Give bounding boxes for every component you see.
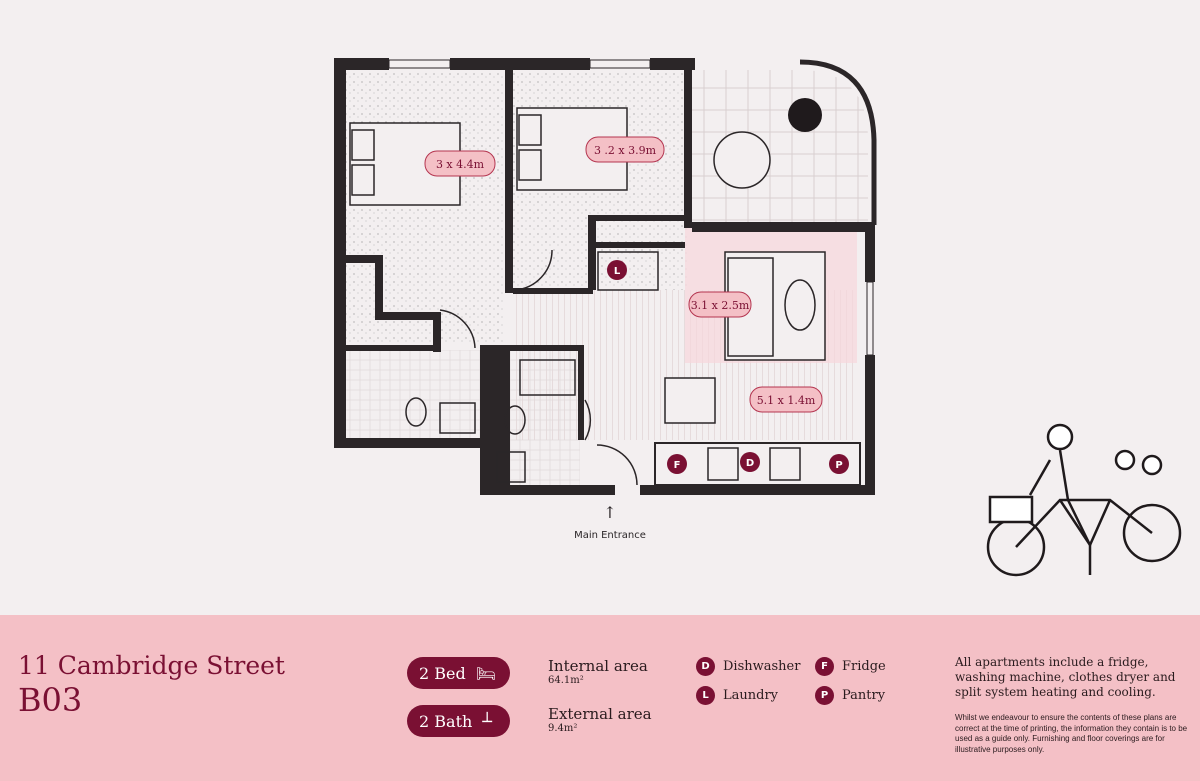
svg-text:F: F [674,460,681,471]
external-area-value: 9.4m² [548,723,578,734]
room-label-bedroom-2: 3 .2 x 3.9m [585,136,665,163]
windows [388,59,874,356]
balcony-curved-rail [799,59,877,225]
inclusions-note: All apartments include a fridge, washing… [955,655,1176,699]
legend-label: Pantry [842,688,886,703]
marker-pantry: P [829,454,849,474]
svg-text:3 .2 x 3.9m: 3 .2 x 3.9m [594,144,657,157]
marker-dishwasher: D [740,452,760,472]
floor-plan: 3 x 4.4m 3 .2 x 3.9m 3.1 x 2.5m 5.1 x 1.… [334,58,1182,577]
legend-dishwasher: D Dishwasher [696,657,800,676]
bed-count-badge: 2 Bed 🛏 [407,657,510,689]
legend-label: Dishwasher [723,659,801,674]
legend-key: D [696,657,715,676]
svg-text:5.1 x 1.4m: 5.1 x 1.4m [757,394,816,407]
bath-count-badge: 2 Bath ┴ [407,705,510,737]
svg-text:3 x 4.4m: 3 x 4.4m [436,158,485,171]
legend-laundry: L Laundry [696,686,778,705]
marker-laundry: L [607,260,627,280]
bed-icon: 🛏 [475,663,497,683]
bedroom-1-floor [345,70,505,345]
external-area-label: External area [548,705,652,723]
planter [788,98,822,132]
legend-label: Fridge [842,659,886,674]
walls [334,58,875,495]
svg-text:P: P [835,460,842,471]
room-label-living: 3.1 x 2.5m [688,291,752,318]
shower-icon: ┴ [482,711,492,731]
disclaimer: Whilst we endeavour to ensure the conten… [955,713,1188,754]
legend-key: P [815,686,834,705]
legend-label: Laundry [723,688,779,703]
bath-count: 2 Bath [419,711,473,731]
internal-area-label: Internal area [548,657,648,675]
svg-text:D: D [746,458,754,469]
unit-number: B03 [18,681,83,719]
legend-key: F [815,657,834,676]
entrance-arrow-icon: ↑ [603,503,616,522]
legend-pantry: P Pantry [815,686,885,705]
address: 11 Cambridge Street [18,651,285,680]
bathroom-1-floor [345,350,480,440]
room-label-bedroom-1: 3 x 4.4m [424,150,496,177]
internal-area-value: 64.1m² [548,675,584,686]
legend-key: L [696,686,715,705]
room-label-dining: 5.1 x 1.4m [749,386,823,413]
legend-fridge: F Fridge [815,657,886,676]
svg-text:L: L [614,266,621,277]
bed-count: 2 Bed [419,663,466,683]
cyclist-illustration [986,423,1182,577]
marker-fridge: F [667,454,687,474]
info-panel: 11 Cambridge Street B03 2 Bed 🛏 2 Bath ┴ I… [0,615,1200,781]
main-entrance-label: Main Entrance [574,530,646,541]
svg-text:3.1 x 2.5m: 3.1 x 2.5m [691,299,750,312]
